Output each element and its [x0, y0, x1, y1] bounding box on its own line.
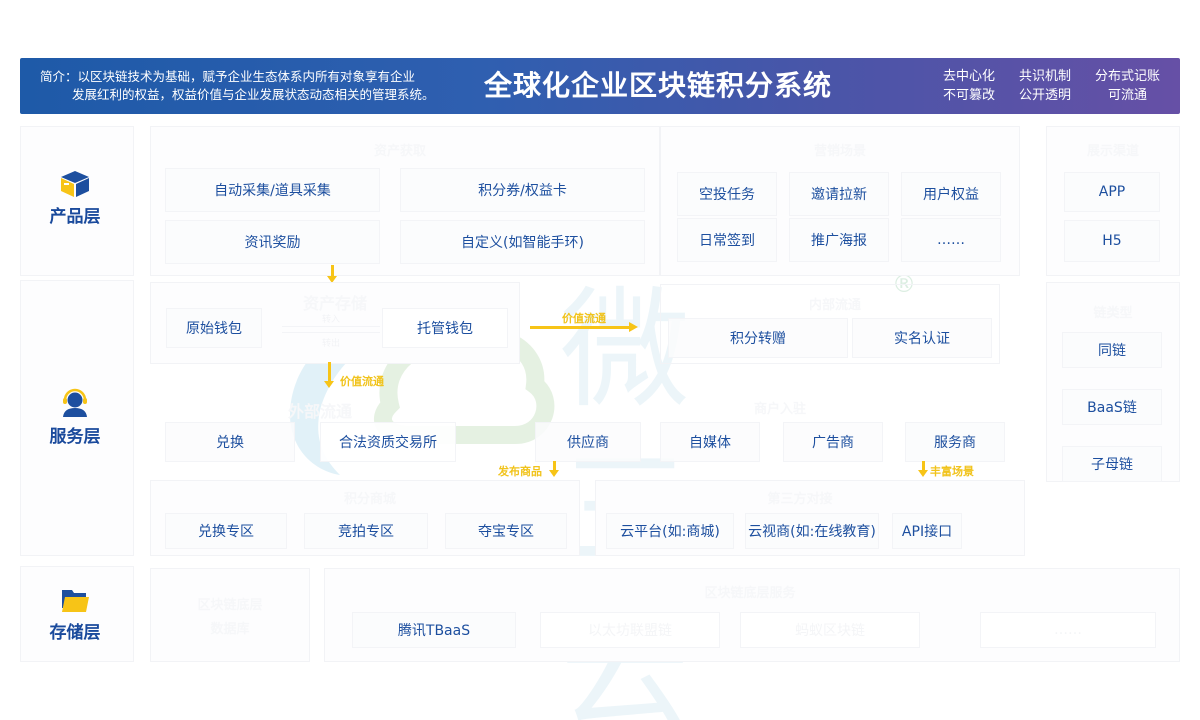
- section-header: 营销场景: [813, 144, 866, 159]
- product-layer-label: 产品层: [30, 170, 120, 227]
- flow-arrow-down: [549, 461, 559, 477]
- feature-tag: 共识机制公开透明: [1019, 67, 1071, 105]
- section-header: 链类型: [1093, 306, 1133, 321]
- storage-layer-label: 存储层: [30, 588, 120, 643]
- feature-tags: 去中心化不可篡改 共识机制公开透明 分布式记账可流通: [943, 67, 1160, 105]
- section-header: 区块链底层: [197, 598, 263, 613]
- internal-item: 积分转赠: [668, 318, 848, 358]
- product-item: 自动采集/道具采集: [165, 168, 380, 212]
- section-header: 第三方对接: [767, 492, 833, 507]
- section-header: 展示渠道: [1086, 144, 1139, 159]
- external-item: 合法资质交易所: [320, 422, 456, 462]
- storage-item: ……: [980, 612, 1156, 648]
- mall-item: 竞拍专区: [304, 513, 428, 549]
- channel-item: APP: [1064, 172, 1160, 212]
- external-item: 兑换: [165, 422, 295, 462]
- marketing-item: 空投任务: [677, 172, 777, 216]
- service-layer-panel: [20, 280, 134, 556]
- partner-item: 自媒体: [660, 422, 760, 462]
- flow-label: 价值流通: [562, 312, 606, 325]
- intro-line-1: 简介：以区块链技术为基础，赋予企业生态体系内所有对象享有企业: [40, 69, 416, 84]
- tag-line: 不可篡改: [942, 88, 995, 103]
- marketing-item: 日常签到: [677, 218, 777, 262]
- third-party-item: 云视商(如:在线教育): [745, 513, 879, 549]
- tag-line: 去中心化: [942, 69, 995, 84]
- storage-item: 以太坊联盟链: [540, 612, 720, 648]
- flow-arrow-down: [327, 265, 337, 283]
- partner-item: 供应商: [535, 422, 641, 462]
- layer-label-text: 存储层: [49, 623, 101, 643]
- intro-text: 简介：以区块链技术为基础，赋予企业生态体系内所有对象享有企业 发展红利的权益，权…: [40, 68, 470, 104]
- flow-label: 价值流通: [340, 375, 384, 388]
- channel-item: H5: [1064, 220, 1160, 262]
- section-header: 资产获取: [373, 144, 426, 159]
- mall-item: 夺宝专区: [445, 513, 567, 549]
- page-title: 全球化企业区块链积分系统: [484, 69, 833, 102]
- intro-line-2: 发展红利的权益，权益价值与企业发展状态动态相关的管理系统。: [72, 87, 435, 102]
- chain-item: 同链: [1062, 332, 1162, 368]
- product-item: 自定义(如智能手环): [400, 220, 645, 264]
- tag-line: 共识机制: [1018, 69, 1071, 84]
- internal-flow-panel: [660, 284, 1000, 364]
- mall-item: 兑换专区: [165, 513, 287, 549]
- storage-db-panel: [150, 568, 310, 662]
- tag-line: 公开透明: [1018, 88, 1071, 103]
- chain-item: 子母链: [1062, 446, 1162, 482]
- internal-item: 实名认证: [852, 318, 992, 358]
- transfer-in-label: 转入: [322, 315, 341, 325]
- section-header: 资产存储: [302, 294, 367, 313]
- storage-item: 蚂蚁区块链: [740, 612, 920, 648]
- header-banner: 简介：以区块链技术为基础，赋予企业生态体系内所有对象享有企业 发展红利的权益，权…: [20, 58, 1180, 114]
- product-item: 积分券/权益卡: [400, 168, 645, 212]
- section-header: 区块链底层服务: [704, 586, 796, 601]
- marketing-item: 邀请拉新: [789, 172, 889, 216]
- section-header: 外部流通: [287, 402, 352, 421]
- third-party-item: API接口: [892, 513, 962, 549]
- flow-arrow-down: [324, 362, 334, 388]
- publish-goods-label: 发布商品: [498, 465, 542, 478]
- storage-item: 腾讯TBaaS: [352, 612, 516, 648]
- marketing-item: 用户权益: [901, 172, 1001, 216]
- feature-tag: 分布式记账可流通: [1095, 67, 1160, 105]
- storage-layer-panel: [20, 566, 134, 662]
- enrich-scene-label: 丰富场景: [930, 465, 974, 478]
- partner-item: 广告商: [783, 422, 883, 462]
- feature-tag: 去中心化不可篡改: [943, 67, 995, 105]
- flow-arrow-right: [530, 322, 638, 332]
- marketing-item: ……: [901, 218, 1001, 262]
- partner-item: 服务商: [905, 422, 1005, 462]
- flow-arrow-down: [918, 461, 928, 477]
- transfer-out-label: 转出: [322, 339, 341, 349]
- wallet-custody: 托管钱包: [382, 308, 508, 348]
- third-party-item: 云平台(如:商城): [606, 513, 734, 549]
- transfer-line: [282, 332, 380, 333]
- layer-label-text: 服务层: [49, 427, 101, 447]
- product-item: 资讯奖励: [165, 220, 380, 264]
- wallet-original: 原始钱包: [166, 308, 262, 348]
- tag-line: 分布式记账: [1094, 69, 1160, 84]
- section-header: 积分商城: [343, 492, 396, 507]
- chain-item: BaaS链: [1062, 389, 1162, 425]
- marketing-item: 推广海报: [789, 218, 889, 262]
- box-icon: [61, 171, 89, 197]
- product-layer-panel: [20, 126, 134, 276]
- section-header: 商户入驻: [753, 402, 806, 417]
- service-layer-label: 服务层: [30, 386, 120, 447]
- layer-label-text: 产品层: [49, 207, 101, 227]
- headset-user-icon: [63, 388, 87, 417]
- transfer-line: [282, 326, 380, 327]
- folder-icon: [62, 590, 89, 612]
- section-header: 内部流通: [808, 298, 861, 313]
- section-header: 数据库: [210, 622, 250, 637]
- tag-line: 可流通: [1107, 88, 1147, 103]
